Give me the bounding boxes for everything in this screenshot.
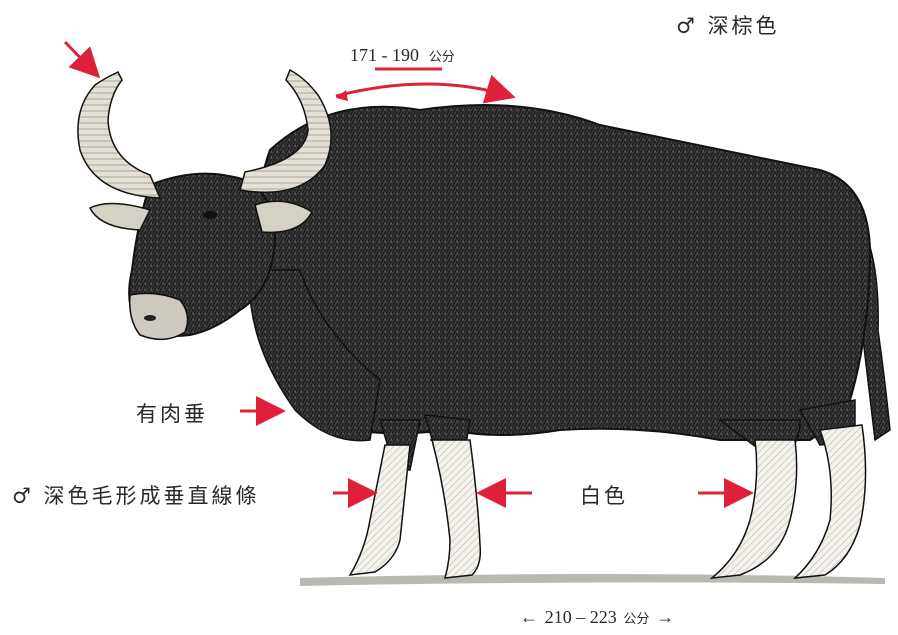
horn-tip-arrow: [63, 40, 101, 79]
male-symbol: ♂: [676, 14, 698, 38]
male-symbol: ♂: [12, 484, 34, 508]
right-arrow: →: [656, 607, 675, 627]
body-length-unit: 公分: [623, 612, 650, 627]
gaur-eye: [203, 211, 217, 219]
gaur-right-ear: [254, 200, 313, 234]
gaur-dewlap: [248, 269, 381, 442]
front-left-leg: [348, 419, 421, 576]
front-right-leg: [423, 414, 482, 579]
gaur-nostril: [144, 315, 156, 321]
male-color-label: ♂ 深棕色: [676, 10, 780, 40]
shoulder-height-unit: 公分: [428, 50, 455, 65]
shoulder-height-arc-arrow: [335, 74, 516, 104]
body-length-label: ← 210 – 223 公分 →: [520, 604, 674, 628]
male-legs-text: 深色毛形成垂直線條: [43, 484, 260, 508]
gaur-muzzle: [128, 292, 189, 341]
shoulder-height-label: 171 - 190 公分: [350, 42, 455, 66]
gaur-left-horn: [77, 71, 162, 199]
left-arrow: ←: [520, 607, 538, 627]
white-stockings-label: 白色: [580, 484, 628, 508]
dewlap-label: 有肉垂: [136, 402, 208, 426]
shoulder-height-range: 171 - 190: [350, 45, 419, 65]
gaur-right-horn: [239, 68, 332, 193]
body-length-range: 210 – 223: [544, 607, 617, 627]
male-color-text: 深棕色: [707, 14, 780, 38]
male-legs-label: ♂ 深色毛形成垂直線條: [12, 480, 260, 510]
gaur-left-ear: [88, 202, 152, 231]
hind-right-leg: [792, 399, 867, 579]
hind-left-leg: [709, 419, 801, 580]
